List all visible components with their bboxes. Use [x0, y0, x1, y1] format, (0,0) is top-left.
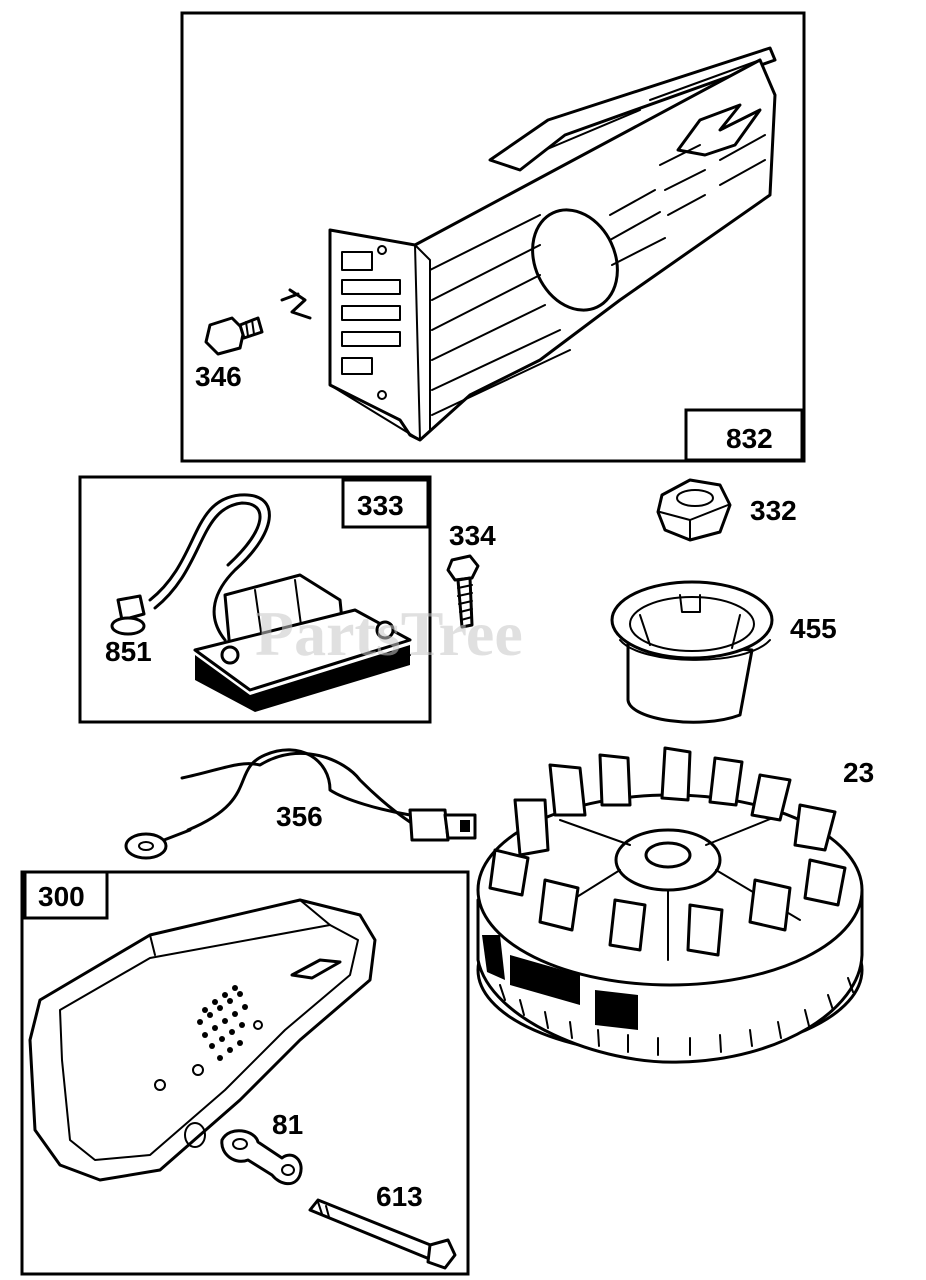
armature-part [110, 493, 412, 712]
ground-wire-356-part [124, 748, 477, 860]
callout-332: 332 [750, 495, 797, 526]
starter-cup-455-part [610, 580, 774, 724]
callout-356: 356 [276, 801, 323, 832]
bolt-346-part [204, 316, 264, 356]
clip-part [280, 288, 312, 320]
screw-334-part [446, 554, 480, 629]
watermark: PartsTree [255, 598, 523, 669]
box-label-333: 333 [357, 490, 404, 521]
box-label-832: 832 [726, 423, 773, 454]
box-label-300: 300 [38, 881, 85, 912]
kit-box-333: 333 [78, 475, 432, 724]
screw-613-part [308, 1198, 457, 1270]
blower-housing-part [328, 46, 777, 442]
kit-box-832: 832 [180, 11, 806, 463]
flywheel-23-part [476, 746, 864, 1064]
callout-23: 23 [843, 757, 874, 788]
callout-851: 851 [105, 636, 152, 667]
callout-455: 455 [790, 613, 837, 644]
lock-plate-81-part [220, 1129, 303, 1186]
kit-box-300: 300 [20, 870, 470, 1276]
callout-334: 334 [449, 520, 496, 551]
callout-613: 613 [376, 1181, 423, 1212]
callout-346: 346 [195, 361, 242, 392]
nut-332-part [656, 478, 732, 542]
muffler-part [28, 898, 377, 1182]
callout-81: 81 [272, 1109, 303, 1140]
